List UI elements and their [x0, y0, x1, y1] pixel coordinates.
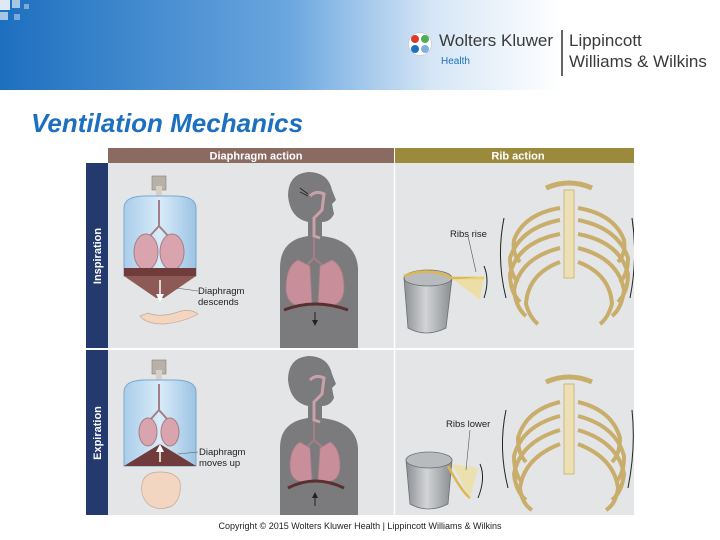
inspiration-bar [86, 163, 108, 348]
human-inspiration [280, 172, 358, 348]
header-banner [0, 0, 720, 90]
ribs-lower-pointer [465, 429, 471, 471]
bucket-inspiration [403, 265, 488, 334]
bucket-expiration [405, 451, 484, 510]
ribs-lower-label: Ribs lower [446, 419, 490, 430]
inspiration-label: Inspiration [92, 228, 104, 285]
human-expiration [280, 356, 358, 515]
rib-header [395, 148, 634, 163]
rib-cage-inspiration [499, 180, 634, 326]
ventilation-figure: Diaphragm action Rib action Inspiration … [86, 148, 634, 515]
logo-divider [561, 30, 563, 76]
descend-pointer [175, 287, 199, 292]
deco-square [24, 4, 29, 9]
deco-square [12, 0, 20, 8]
descend-label-line2: descends [198, 297, 239, 308]
bell-jar-inspiration [123, 175, 199, 325]
deco-square [14, 14, 20, 20]
ribs-rise-pointer [467, 235, 477, 273]
slide-title: Ventilation Mechanics [31, 108, 304, 138]
deco-square [0, 12, 8, 20]
expiration-bar [86, 350, 108, 515]
publisher-logo: Wolters Kluwer Health Lippincott William… [405, 28, 715, 80]
partner-name-line2: Williams & Wilkins [569, 52, 707, 71]
deco-square [0, 0, 10, 10]
diaphragm-header-label: Diaphragm action [210, 151, 303, 163]
partner-name-line1: Lippincott [569, 31, 642, 50]
rib-header-label: Rib action [491, 151, 544, 163]
wolters-kluwer-mark-icon [408, 32, 432, 56]
bell-jar-expiration [123, 359, 197, 509]
brand-name: Wolters Kluwer [439, 31, 553, 50]
expiration-label: Expiration [92, 406, 104, 460]
copyright-notice: Copyright © 2015 Wolters Kluwer Health |… [218, 521, 502, 531]
moves-up-label-line2: moves up [199, 458, 240, 469]
diaphragm-header [108, 148, 394, 163]
moves-up-pointer [177, 451, 199, 455]
descend-label-line1: Diaphragm [198, 286, 245, 297]
rib-cage-expiration [501, 374, 634, 512]
brand-sub: Health [441, 56, 470, 67]
moves-up-label-line1: Diaphragm [199, 447, 246, 458]
ribs-rise-label: Ribs rise [450, 229, 487, 240]
